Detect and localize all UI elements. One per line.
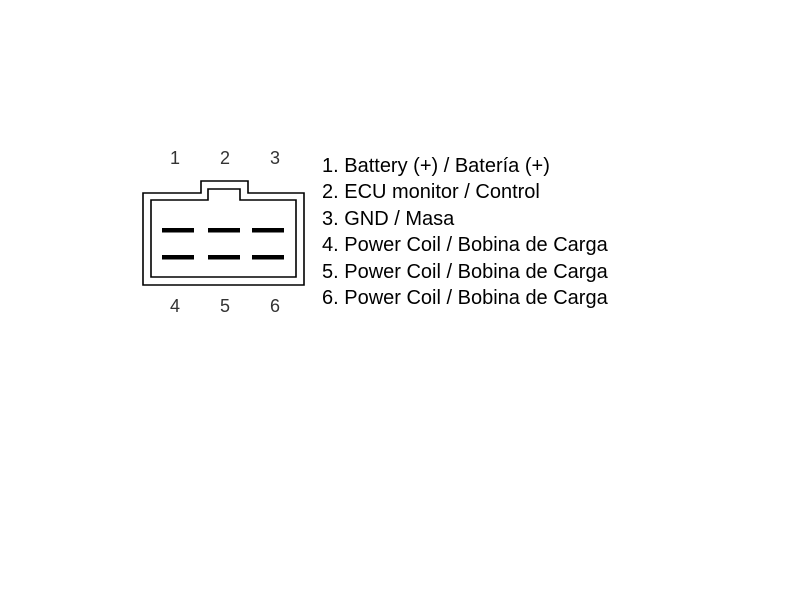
pin-label-2: 2 [220, 148, 230, 168]
terminal-6 [252, 255, 284, 260]
pin-label-6: 6 [270, 296, 280, 316]
terminal-1 [162, 228, 194, 233]
connector-housing-inner [150, 188, 297, 278]
terminal-2 [208, 228, 240, 233]
legend-item-4: 4. Power Coil / Bobina de Carga [322, 234, 608, 257]
pin-label-4: 4 [170, 296, 180, 316]
pin-label-3: 3 [270, 148, 280, 168]
terminal-3 [252, 228, 284, 233]
legend-item-3: 3. GND / Masa [322, 207, 455, 230]
terminal-5 [208, 255, 240, 260]
pin-label-1: 1 [170, 148, 180, 168]
legend-item-2: 2. ECU monitor / Control [322, 181, 540, 204]
pin-legend: 1. Battery (+) / Batería (+) 2. ECU moni… [322, 153, 608, 311]
connector-housing-outer [142, 180, 305, 286]
legend-item-6: 6. Power Coil / Bobina de Carga [322, 287, 608, 310]
pin-label-5: 5 [220, 296, 230, 316]
terminal-4 [162, 255, 194, 260]
legend-item-1: 1. Battery (+) / Batería (+) [322, 155, 550, 177]
connector-diagram: 1 2 3 4 5 6 [142, 148, 305, 316]
legend-item-5: 5. Power Coil / Bobina de Carga [322, 260, 608, 283]
